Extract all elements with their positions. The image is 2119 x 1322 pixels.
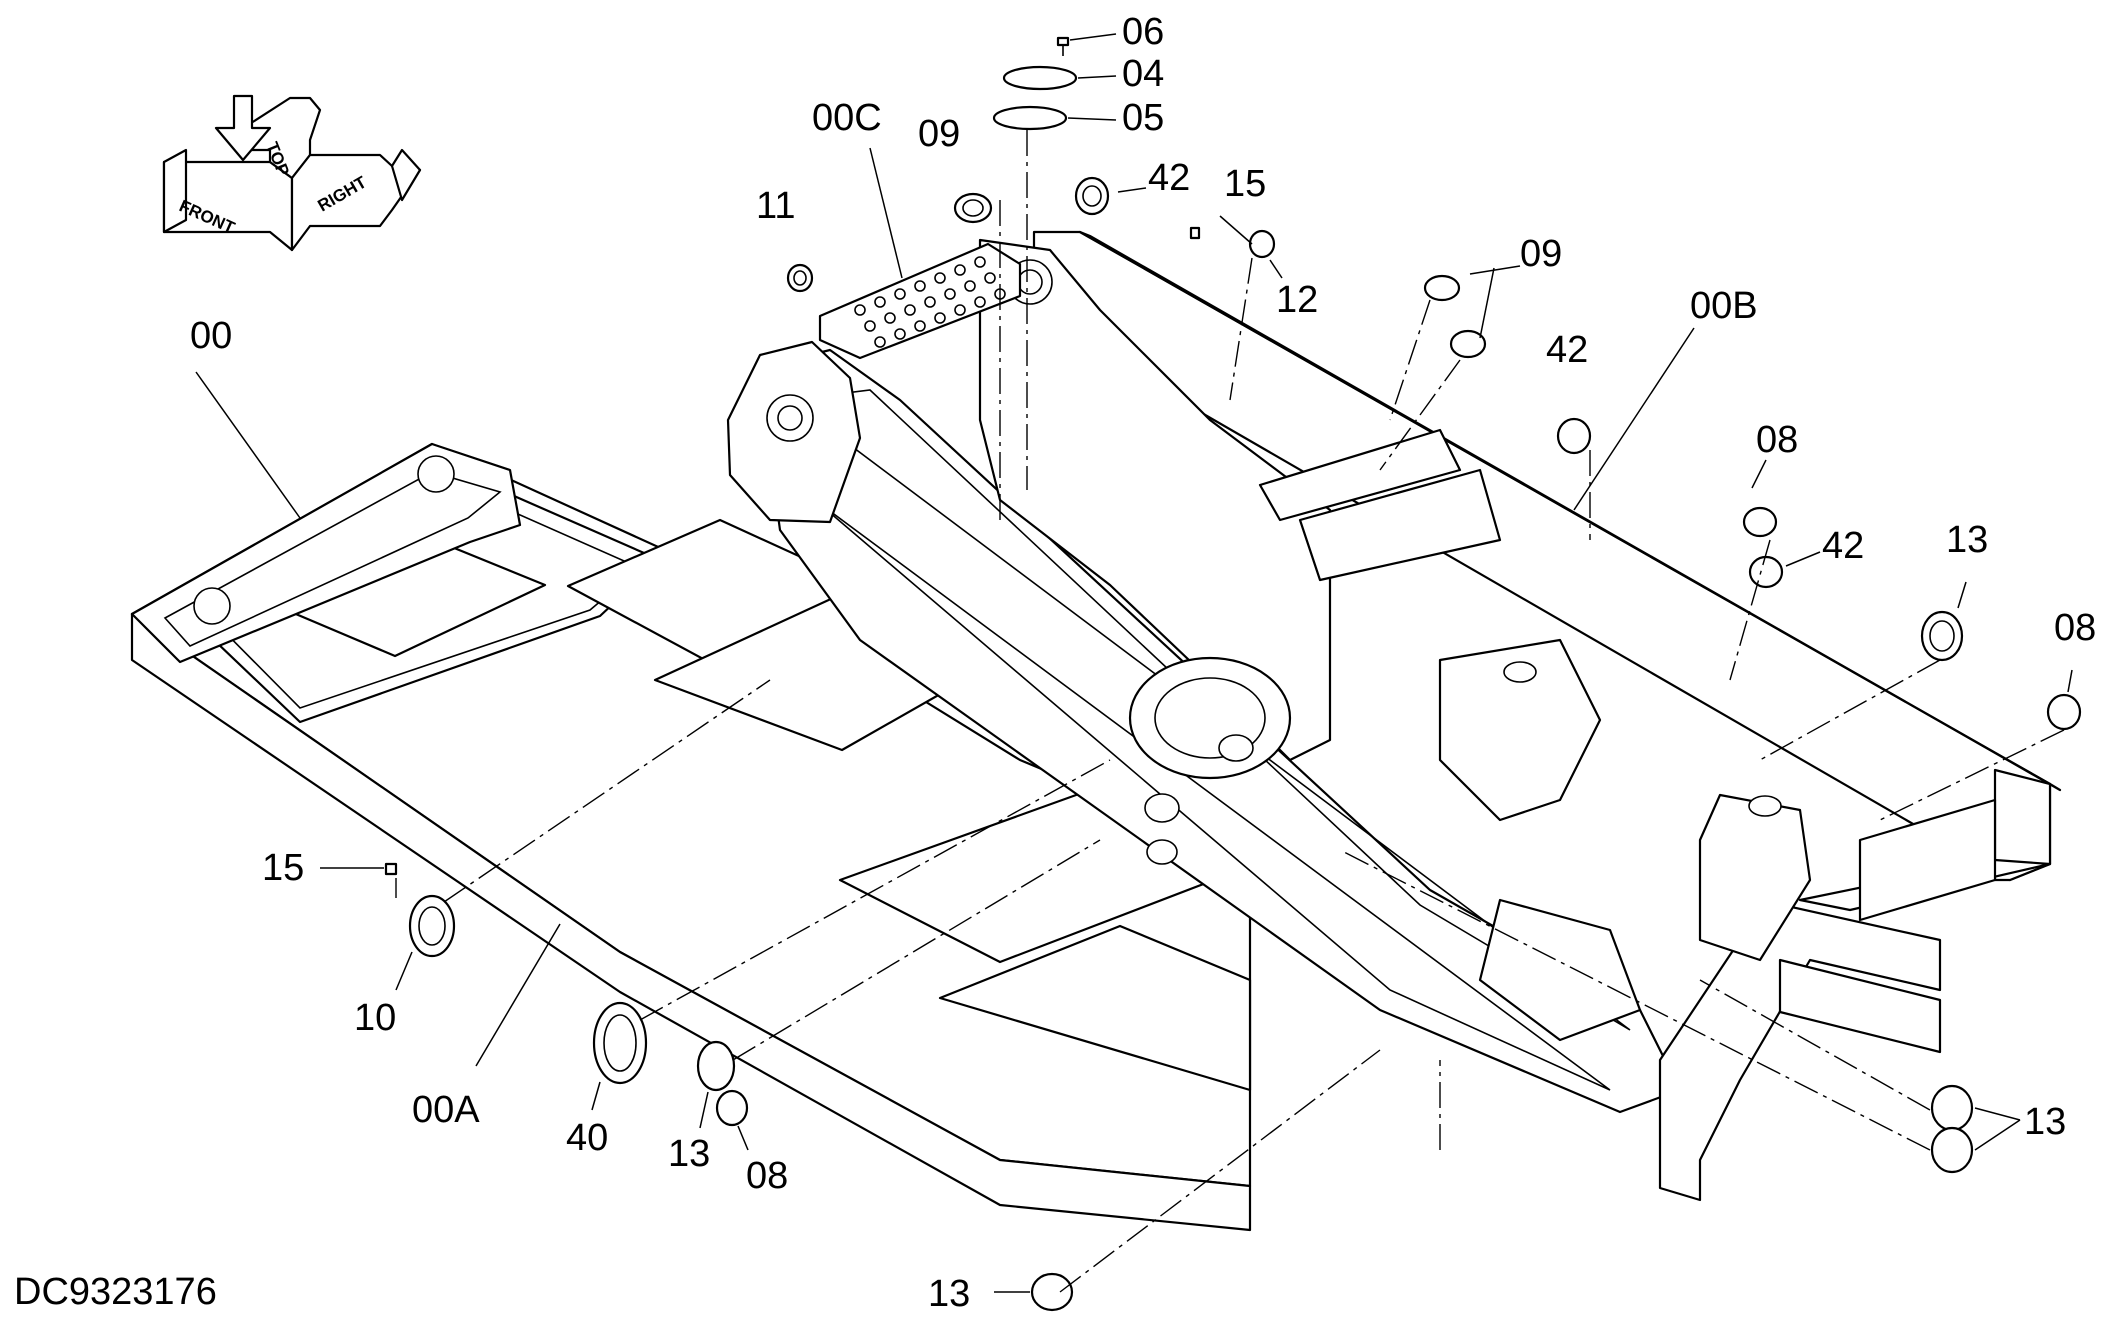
washer-11 [786, 263, 814, 293]
grommet-42-mid [1556, 417, 1592, 455]
grommet-13-bottom [1030, 1272, 1074, 1312]
grommet-40 [592, 1001, 648, 1085]
callout-00B: 00B [1690, 285, 1758, 327]
callout-13-left: 13 [668, 1133, 710, 1175]
gasket-05 [992, 105, 1068, 131]
washer-12 [1248, 229, 1276, 259]
grommet-10 [408, 894, 456, 958]
grommet-13-right [1920, 610, 1964, 662]
callout-labels: 06 04 05 00C 09 42 15 11 12 09 00B 00 42… [190, 11, 2096, 1315]
grommet-09-top [953, 192, 993, 224]
callout-13-right: 13 [1946, 519, 1988, 561]
callout-08-right: 08 [1756, 419, 1798, 461]
callout-42-mid: 42 [1546, 329, 1588, 371]
callout-10: 10 [354, 997, 396, 1039]
grommet-09-right-a [1423, 274, 1461, 302]
callout-00: 00 [190, 315, 232, 357]
main-frame [130, 230, 2062, 1232]
rear-deck-plate [1298, 468, 1502, 582]
swing-bearing-ring [1128, 656, 1292, 780]
callout-13-bottom-right: 13 [2024, 1101, 2066, 1143]
plug-15-top [1189, 226, 1201, 240]
callout-00C: 00C [812, 97, 882, 139]
grommet-42-right [1748, 555, 1784, 589]
callout-09-top: 09 [918, 113, 960, 155]
callout-08-far-right: 08 [2054, 607, 2096, 649]
orientation-arrows-icon: FRONT TOP RIGHT [162, 94, 422, 252]
drawing-number: DC9323176 [14, 1271, 217, 1313]
callout-04: 04 [1122, 53, 1164, 95]
leader-lines [195, 33, 2073, 1293]
callout-05: 05 [1122, 97, 1164, 139]
callout-08-left: 08 [746, 1155, 788, 1197]
grommet-42-top [1074, 176, 1110, 216]
front-cross-beam [1658, 898, 1942, 1202]
callout-40: 40 [566, 1117, 608, 1159]
grommet-13-left [696, 1040, 736, 1092]
boom-bracket-plate [978, 238, 1332, 762]
callout-15-top: 15 [1224, 163, 1266, 205]
callout-09-right: 09 [1520, 233, 1562, 275]
grommet-08-left [715, 1089, 749, 1127]
grommet-13-bottom-right-b [1930, 1126, 1974, 1174]
callout-13-bottom: 13 [928, 1273, 970, 1315]
grommet-08-right [1742, 506, 1778, 538]
callout-11: 11 [756, 185, 795, 227]
callout-00A: 00A [412, 1089, 480, 1131]
grommet-08-far-right [2046, 693, 2082, 731]
callout-12: 12 [1276, 279, 1318, 321]
bolt-06 [1056, 36, 1070, 56]
grommet-09-right-b [1449, 329, 1487, 359]
callout-06: 06 [1122, 11, 1164, 53]
callout-42-top: 42 [1148, 157, 1190, 199]
plug-15-left [384, 862, 398, 876]
small-parts [384, 36, 2082, 1312]
cover-plate-04 [1002, 65, 1078, 91]
callout-15-left: 15 [262, 847, 304, 889]
grommet-13-bottom-right-a [1930, 1084, 1974, 1132]
callout-42-right: 42 [1822, 525, 1864, 567]
